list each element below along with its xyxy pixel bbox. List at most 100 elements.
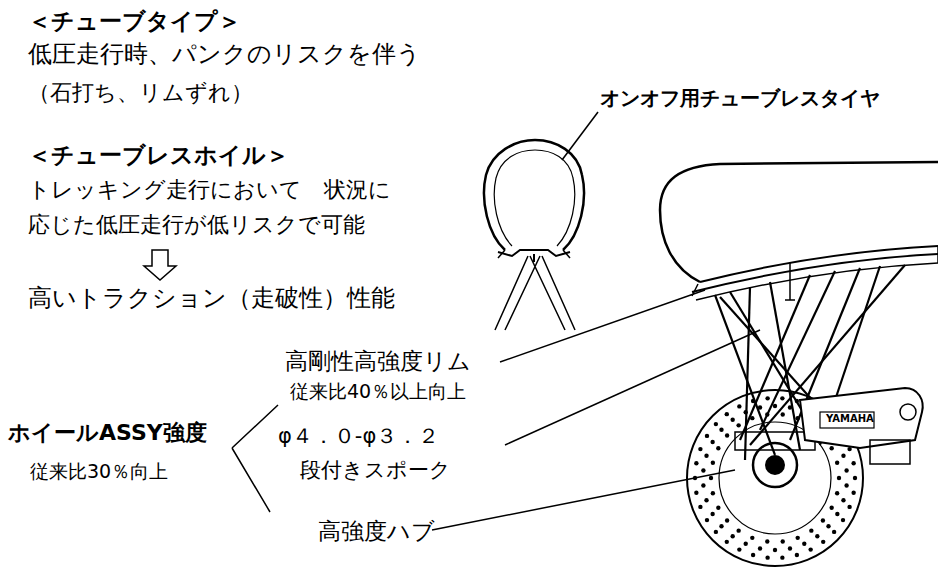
disc-hole <box>716 506 720 510</box>
disc-hole <box>704 454 708 458</box>
disc-hole <box>841 498 845 502</box>
disc-hole <box>829 506 833 510</box>
disc-hole <box>795 399 799 403</box>
disc-hole <box>730 418 734 422</box>
dimension: φ４．０-φ３．２ <box>278 424 439 449</box>
disc-hole <box>737 547 741 551</box>
disc-hole <box>853 476 857 480</box>
down-arrow <box>144 250 176 280</box>
disc-hole <box>704 498 708 502</box>
disc-hole <box>841 454 845 458</box>
heading: ＜チューブタイプ＞ <box>28 8 241 36</box>
disc-hole <box>751 553 755 557</box>
disc-hole <box>694 461 698 465</box>
disc-hole <box>837 476 841 480</box>
note: 従来比30％向上 <box>30 460 168 483</box>
disc-hole <box>736 423 740 427</box>
disc-hole <box>698 505 702 509</box>
brand-mark: YAMAHA <box>826 413 874 425</box>
disc-hole <box>737 404 741 408</box>
note: 従来比40％以上向上 <box>290 380 466 403</box>
disc-hole <box>765 412 769 416</box>
disc-hole <box>765 555 769 559</box>
disc-hole <box>773 404 777 408</box>
disc-hole <box>694 490 698 494</box>
disc-hole <box>714 422 718 426</box>
tire-cross-section <box>484 140 584 330</box>
disc-hole <box>795 553 799 557</box>
disc-hole <box>765 396 769 400</box>
disc-hole <box>744 542 748 546</box>
disc-hole <box>751 399 755 403</box>
disc-hole <box>795 536 799 540</box>
disc-hole <box>835 491 839 495</box>
disc-hole <box>744 410 748 414</box>
disc-hole <box>844 483 848 487</box>
disc-hole <box>781 539 785 543</box>
disc-hole <box>750 416 754 420</box>
disc-hole <box>851 461 855 465</box>
disc-hole <box>815 534 819 538</box>
part-name: オンオフ用チューブレスタイヤ <box>600 86 880 110</box>
disc-hole <box>758 546 762 550</box>
disc-hole <box>835 460 839 464</box>
disc-hole <box>780 555 784 559</box>
disc-hole <box>841 518 845 522</box>
disc-hole <box>711 460 715 464</box>
note: トレッキング走行において 状況に 応じた低圧走行が低リスクで可能 <box>28 172 418 242</box>
disc-hole <box>795 416 799 420</box>
disc-hole <box>725 540 729 544</box>
disc-hole <box>844 468 848 472</box>
disc-hole <box>758 405 762 409</box>
disc-hole <box>826 524 830 528</box>
disc-hole <box>835 512 839 516</box>
disc-hole <box>714 530 718 534</box>
disc-hole <box>808 547 812 551</box>
note: 低圧走行時、パンクのリスクを伴う <box>28 40 421 69</box>
disc-hole <box>725 433 729 437</box>
disc-hole <box>736 528 740 532</box>
disc-hole <box>709 476 713 480</box>
disc-hole <box>847 505 851 509</box>
disc-hole <box>802 542 806 546</box>
leader-lines <box>432 112 760 530</box>
disc-hole <box>725 518 729 522</box>
disc-hole <box>750 536 754 540</box>
tire <box>660 162 938 282</box>
disc-hole <box>821 518 825 522</box>
disc-hole <box>832 530 836 534</box>
heading: ＜チューブレスホイル＞ <box>28 142 289 170</box>
disc-hole <box>710 440 714 444</box>
part-name: 段付きスポーク <box>300 458 451 483</box>
disc-hole <box>730 534 734 538</box>
disc-hole <box>788 405 792 409</box>
disc-hole <box>701 468 705 472</box>
disc-hole <box>851 490 855 494</box>
bracket <box>232 405 278 512</box>
disc-hole <box>698 447 702 451</box>
disc-hole <box>788 546 792 550</box>
disc-hole <box>719 428 723 432</box>
part-name: 高剛性高強度リム <box>285 348 471 376</box>
disc-hole <box>765 539 769 543</box>
disc-hole <box>701 483 705 487</box>
disc-hole <box>705 518 709 522</box>
disc-hole <box>780 396 784 400</box>
disc-hole <box>773 548 777 552</box>
disc-hole <box>725 412 729 416</box>
note: 高いトラクション（走破性）性能 <box>28 284 395 313</box>
disc-hole <box>829 446 833 450</box>
disc-hole <box>821 540 825 544</box>
brake-caliper <box>800 388 923 464</box>
disc-hole <box>711 491 715 495</box>
hub <box>735 432 815 487</box>
part-name: 高強度ハブ <box>318 518 435 546</box>
disc-hole <box>705 434 709 438</box>
disc-hole <box>716 446 720 450</box>
disc-hole <box>710 512 714 516</box>
part-name: ホイールASSY強度 <box>8 420 207 446</box>
rim <box>692 246 938 300</box>
note: （石打ち、リムずれ） <box>28 80 253 106</box>
disc-hole <box>809 528 813 532</box>
disc-hole <box>781 412 785 416</box>
